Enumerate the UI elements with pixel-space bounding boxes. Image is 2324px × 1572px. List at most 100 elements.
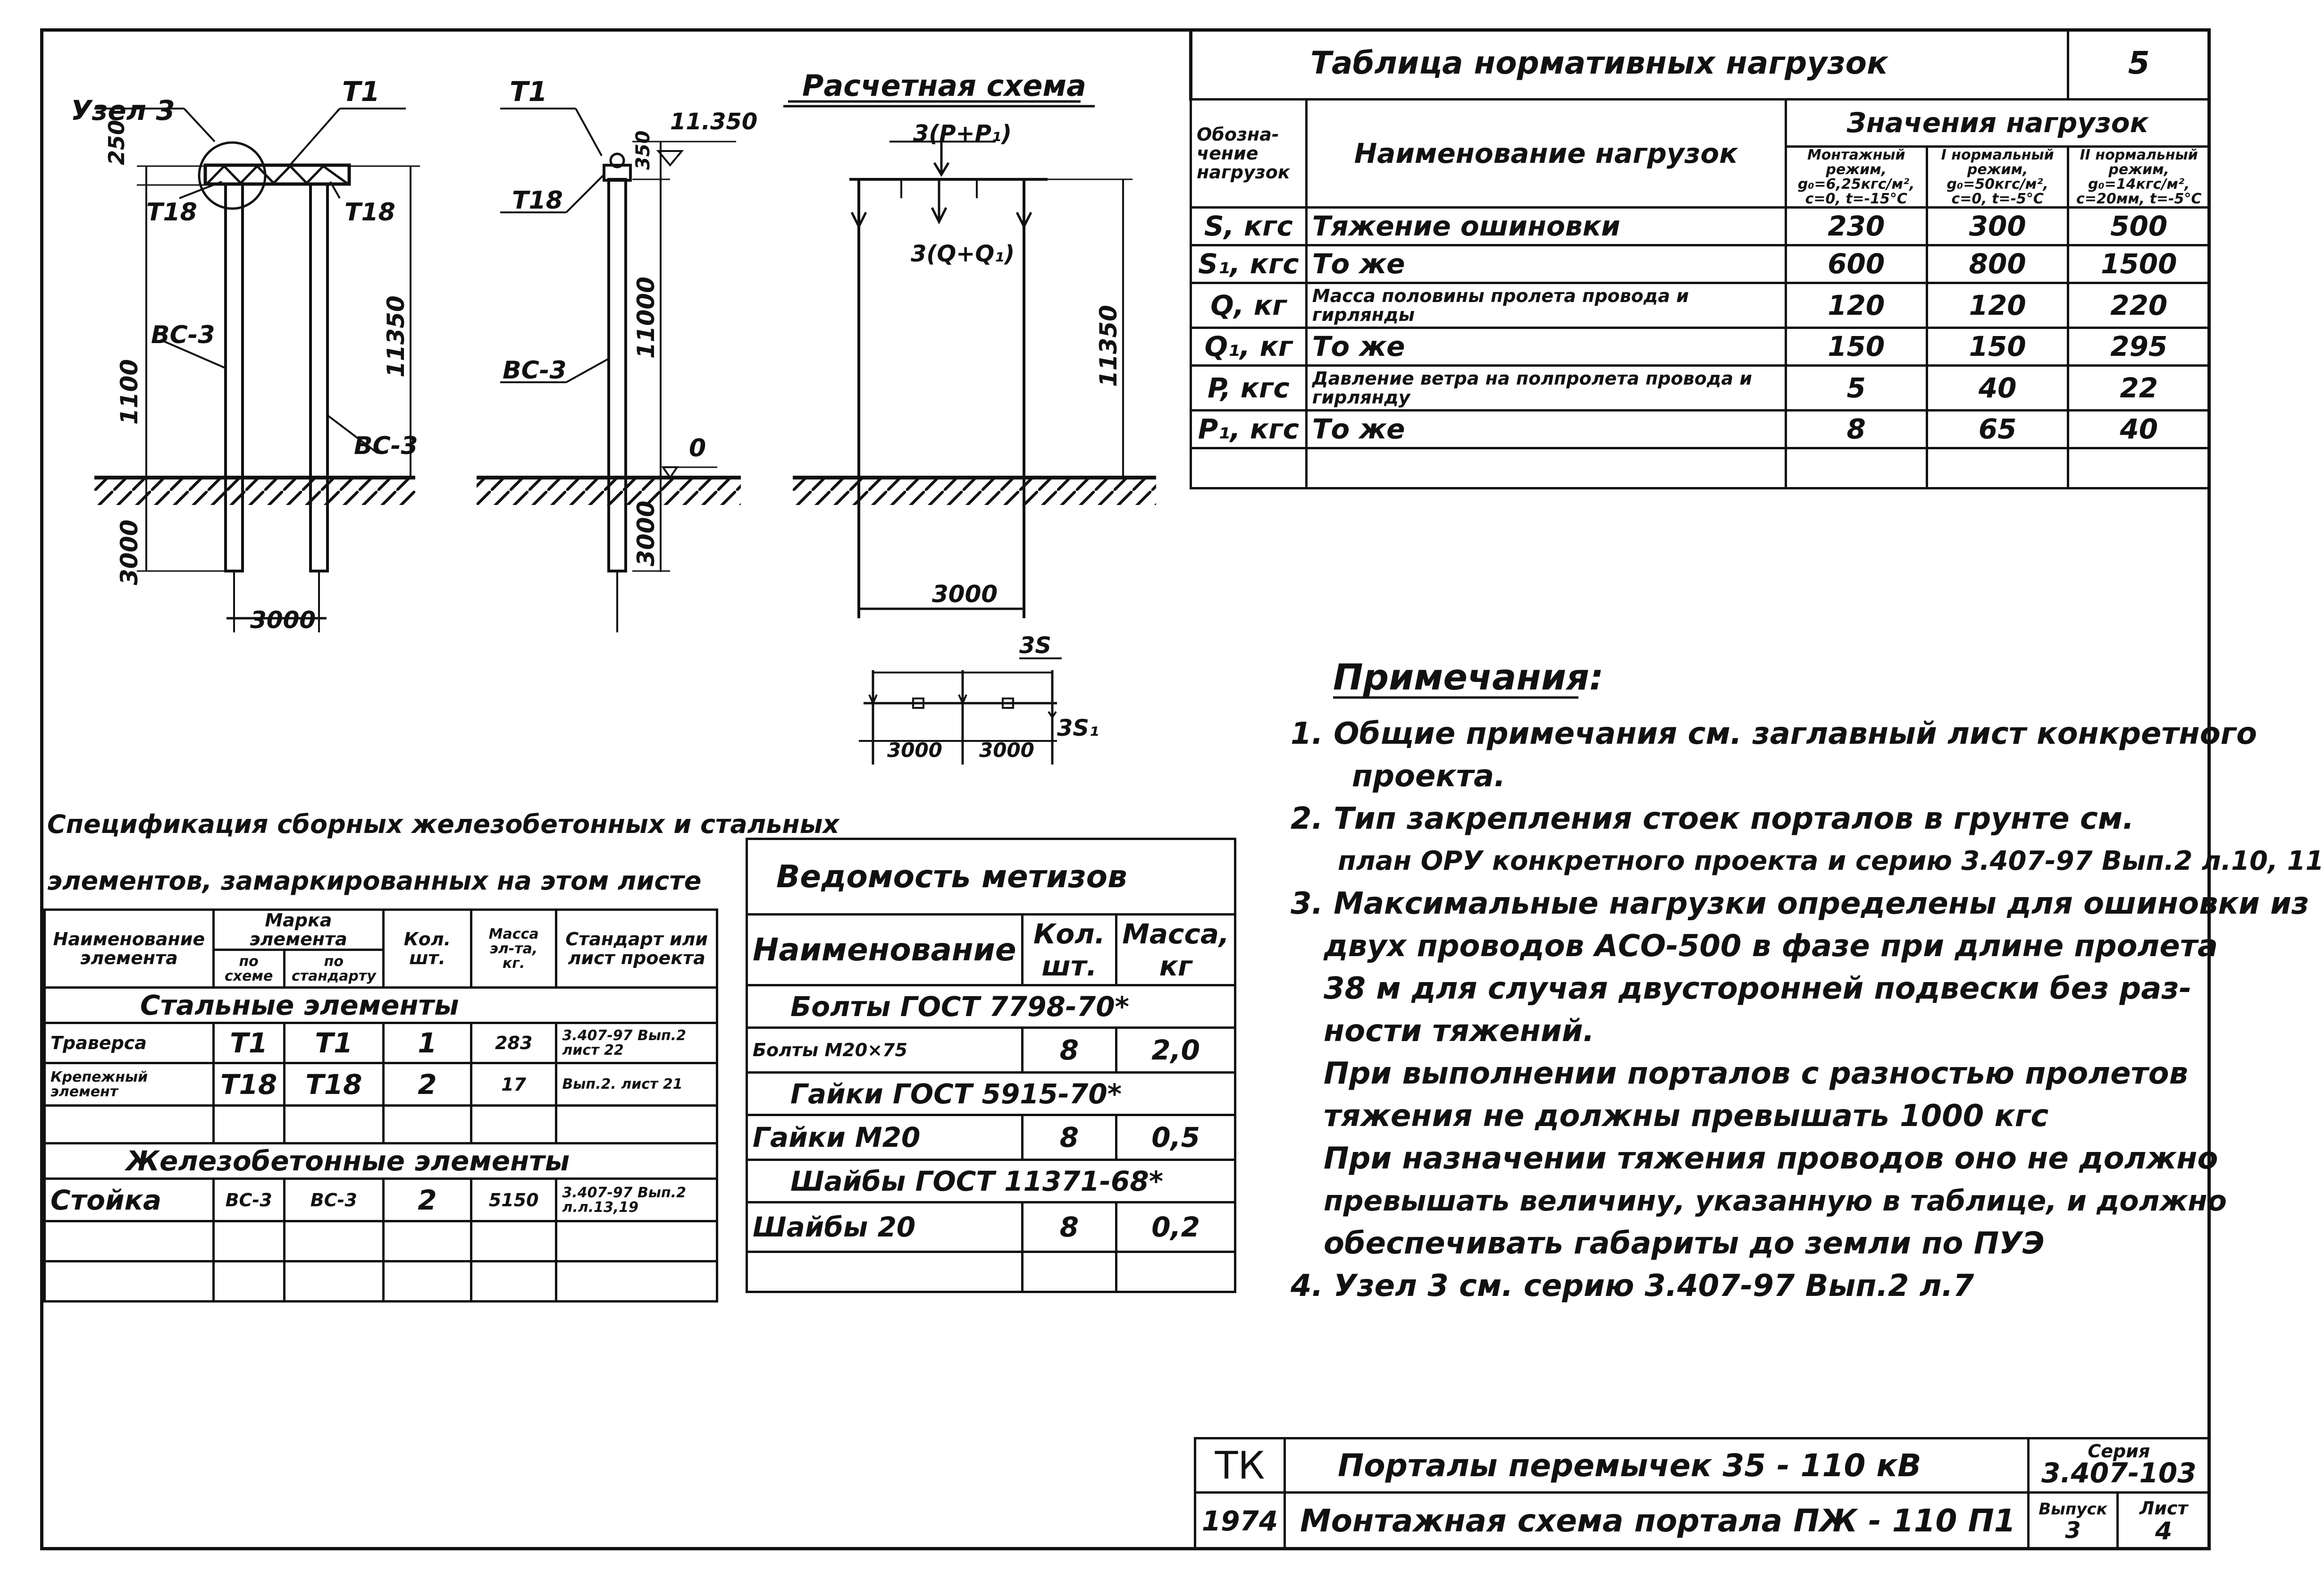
node-3-circle (198, 141, 267, 210)
load-p-label: 3(P+P₁) (913, 120, 1012, 147)
load-s1-label: 3S₁ (1057, 715, 1099, 741)
spec-row-mark: Т1 (283, 1022, 385, 1064)
load-value: 65 (1925, 409, 2070, 449)
empty-cell (470, 1104, 558, 1144)
hdr-mode-normal-2: II нормальный режим, g₀=14кгс/м², c=20мм… (2067, 145, 2211, 209)
note-line: При назначении тяжения проводов оно не д… (1324, 1141, 2218, 1176)
dim-250: 250 (104, 119, 129, 165)
load-name: То же (1305, 244, 1787, 284)
hardware-item-qty: 8 (1021, 1114, 1118, 1161)
dim-1100: 1100 (116, 359, 143, 425)
spec-row-name: Стойка (43, 1177, 215, 1222)
spec-row-mass: 283 (470, 1022, 558, 1064)
hardware-hdr-mass: Масса, кг (1115, 913, 1236, 986)
ground-hatch-calc (793, 477, 1156, 505)
load-value: 600 (1784, 244, 1928, 284)
spec-row-mass: 17 (470, 1062, 558, 1107)
t1-label: Т1 (342, 76, 380, 108)
ground-hatch-front (94, 477, 415, 505)
bc3-label-side: ВС-3 (503, 356, 567, 385)
empty-cell (1115, 1251, 1236, 1293)
empty-cell (1190, 446, 1308, 489)
empty-cell (470, 1260, 558, 1303)
load-value: 220 (2067, 281, 2211, 329)
spec-section-steel: Стальные элементы (43, 986, 718, 1024)
note-line: проекта. (1352, 759, 1506, 794)
hdr-load-values: Значения нагрузок (1784, 98, 2211, 148)
hardware-title: Ведомость метизов (746, 838, 1236, 916)
load-q-label: 3(Q+Q₁) (911, 241, 1015, 267)
note-line: план ОРУ конкретного проекта и серию 3.4… (1338, 846, 2324, 876)
hardware-item-name: Болты М20×75 (746, 1026, 1024, 1074)
hardware-group: Шайбы ГОСТ 11371-68* (746, 1159, 1236, 1203)
load-value: 40 (1925, 364, 2070, 412)
load-value: 230 (1784, 206, 1928, 246)
column-right (309, 183, 329, 572)
tb-issue-label: Выпуск (2039, 1499, 2107, 1519)
spec-hdr-mass: Масса эл-та, кг. (470, 908, 558, 989)
empty-cell (1784, 446, 1928, 489)
tb-org: ТК (1194, 1437, 1286, 1494)
hardware-group: Гайки ГОСТ 5915-70* (746, 1071, 1236, 1116)
hardware-item-name: Гайки М20 (746, 1114, 1024, 1161)
drawing-frame (40, 28, 2211, 1550)
dim-3000-plan-1: 3000 (887, 739, 942, 762)
spec-hdr-by-scheme: по схеме (212, 949, 285, 989)
tb-issue-cell: Выпуск 3 (2027, 1491, 2119, 1550)
bc3-label-left: ВС-3 (151, 321, 215, 349)
t18-label-side: Т18 (512, 186, 563, 215)
empty-cell (283, 1104, 385, 1144)
crossarm-t1 (203, 163, 351, 186)
node-3-label: Узел 3 (71, 94, 175, 126)
tb-year: 1974 (1194, 1491, 1286, 1550)
spec-row-mark: ВС-3 (283, 1177, 385, 1222)
note-line: 38 м для случая двусторонней подвески бе… (1324, 971, 2192, 1006)
load-value: 8 (1784, 409, 1928, 449)
note-line: обеспечивать габариты до земли по ПУЭ (1324, 1226, 2045, 1261)
tb-series: 3.407-103 (2041, 1456, 2197, 1489)
hdr-designation: Обозна-чение нагрузок (1190, 98, 1308, 209)
spec-row-name: Траверса (43, 1022, 215, 1064)
empty-cell (382, 1104, 472, 1144)
dim-3000-span: 3000 (250, 606, 316, 634)
hardware-item-mass: 0,2 (1115, 1201, 1236, 1253)
tb-sheet-label: Лист (2139, 1497, 2188, 1519)
loads-table-sheet-no: 5 (2067, 28, 2211, 101)
spec-section-rc: Железобетонные элементы (43, 1142, 718, 1180)
column-left (224, 183, 244, 572)
empty-cell (555, 1260, 718, 1303)
column-side (607, 178, 627, 572)
note-line: тяжения не должны превышать 1000 кгс (1324, 1099, 2049, 1134)
load-sym: Q₁, кг (1190, 326, 1308, 367)
dim-11350-front: 11350 (382, 295, 410, 378)
spec-hdr-name: Наименование элемента (43, 908, 215, 989)
tb-sheet-cell: Лист 4 (2116, 1491, 2211, 1550)
bc3-label-right: ВС-3 (354, 432, 418, 460)
spec-title-1: Спецификация сборных железобетонных и ст… (47, 809, 839, 839)
loads-table: Таблица нормативных нагрузок 5 Обозна-че… (1189, 28, 2211, 489)
spec-hdr-qty: Кол. шт. (382, 908, 472, 989)
t1-label-side: Т1 (510, 76, 547, 108)
empty-cell (1021, 1251, 1118, 1293)
hardware-hdr-qty: Кол. шт. (1021, 913, 1118, 986)
note-line: 1. Общие примечания см. заглавный лист к… (1291, 716, 2257, 751)
load-value: 120 (1784, 281, 1928, 329)
spec-row-mark: ВС-3 (212, 1177, 285, 1222)
empty-cell (1305, 446, 1787, 489)
spec-hdr-mark: Марка элемента (212, 908, 385, 951)
spec-row-qty: 2 (382, 1177, 472, 1222)
note-line: 3. Максимальные нагрузки определены для … (1291, 886, 2309, 921)
tb-series-label: Серия (2088, 1440, 2150, 1462)
load-value: 5 (1784, 364, 1928, 412)
dim-350: 350 (632, 130, 654, 170)
load-value: 500 (2067, 206, 2211, 246)
empty-cell (212, 1104, 285, 1144)
dim-11350-calc: 11350 (1095, 305, 1122, 387)
spec-row-mark: Т18 (283, 1062, 385, 1107)
empty-cell (746, 1251, 1024, 1293)
load-value: 1500 (2067, 244, 2211, 284)
load-name: Масса половины пролета провода и гирлянд… (1305, 281, 1787, 329)
spec-title-2: элементов, замаркированных на этом листе (47, 866, 702, 896)
load-value: 800 (1925, 244, 2070, 284)
note-line: 4. Узел 3 см. серию 3.407-97 Вып.2 л.7 (1291, 1269, 1974, 1303)
